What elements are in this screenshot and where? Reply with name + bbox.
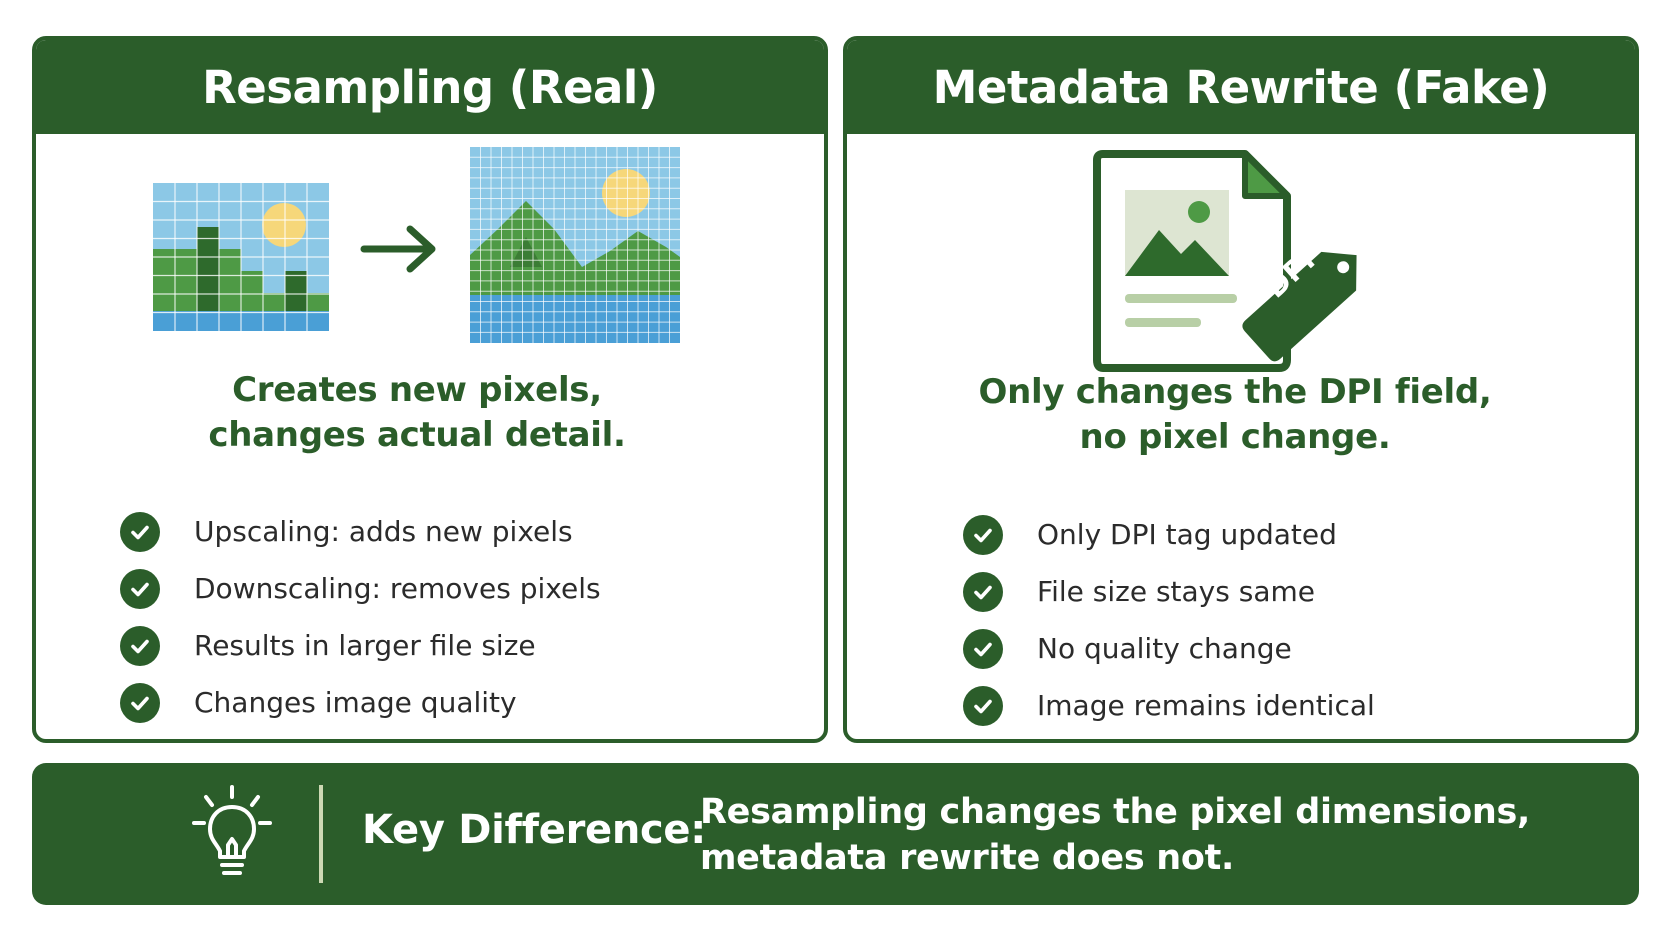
check-icon <box>120 568 160 609</box>
key-difference-label: Key Difference: <box>362 807 706 853</box>
check-icon <box>120 511 160 552</box>
list-item-label: No quality change <box>1037 632 1292 665</box>
resampling-caption: Creates new pixels, changes actual detai… <box>36 368 824 458</box>
key-difference-banner: Key Difference: Resampling changes the p… <box>32 763 1639 905</box>
key-difference-text: Resampling changes the pixel dimensions,… <box>700 789 1530 881</box>
list-item-label: Image remains identical <box>1037 689 1375 722</box>
list-item-label: Changes image quality <box>194 686 517 719</box>
key-difference-line: Resampling changes the pixel dimensions, <box>700 792 1531 832</box>
divider <box>319 785 323 883</box>
metadata-panel: Metadata Rewrite (Fake) DPI Only changes… <box>843 36 1639 743</box>
lightbulb-icon <box>192 785 272 875</box>
list-item: Upscaling: adds new pixels <box>120 503 601 560</box>
check-icon <box>963 628 1003 669</box>
list-item-label: Upscaling: adds new pixels <box>194 515 573 548</box>
list-item-label: Only DPI tag updated <box>1037 518 1337 551</box>
check-icon <box>963 571 1003 612</box>
check-icon <box>963 685 1003 726</box>
list-item: Results in larger file size <box>120 617 601 674</box>
list-item: Image remains identical <box>963 677 1375 734</box>
check-icon <box>120 625 160 666</box>
check-icon <box>120 682 160 723</box>
small-pixel-image <box>153 183 329 331</box>
resampling-checklist: Upscaling: adds new pixels Downscaling: … <box>120 503 601 731</box>
caption-line: changes actual detail. <box>208 415 626 455</box>
metadata-checklist: Only DPI tag updated File size stays sam… <box>963 506 1375 734</box>
list-item-label: Downscaling: removes pixels <box>194 572 601 605</box>
caption-line: Creates new pixels, <box>232 370 602 410</box>
list-item-label: Results in larger file size <box>194 629 536 662</box>
resampling-panel: Resampling (Real) Creates new pixels, <box>32 36 828 743</box>
list-item: File size stays same <box>963 563 1375 620</box>
arrow-right-icon <box>360 225 436 273</box>
list-item: Changes image quality <box>120 674 601 731</box>
resampling-panel-title: Resampling (Real) <box>36 40 824 134</box>
check-icon <box>963 514 1003 555</box>
metadata-panel-title: Metadata Rewrite (Fake) <box>847 40 1635 134</box>
metadata-caption: Only changes the DPI field, no pixel cha… <box>847 370 1635 460</box>
list-item-label: File size stays same <box>1037 575 1315 608</box>
large-pixel-image <box>470 147 680 343</box>
list-item: No quality change <box>963 620 1375 677</box>
list-item: Only DPI tag updated <box>963 506 1375 563</box>
list-item: Downscaling: removes pixels <box>120 560 601 617</box>
document-image-icon <box>1093 150 1357 372</box>
caption-line: no pixel change. <box>1079 417 1391 457</box>
caption-line: Only changes the DPI field, <box>978 372 1492 412</box>
key-difference-line: metadata rewrite does not. <box>700 838 1235 878</box>
